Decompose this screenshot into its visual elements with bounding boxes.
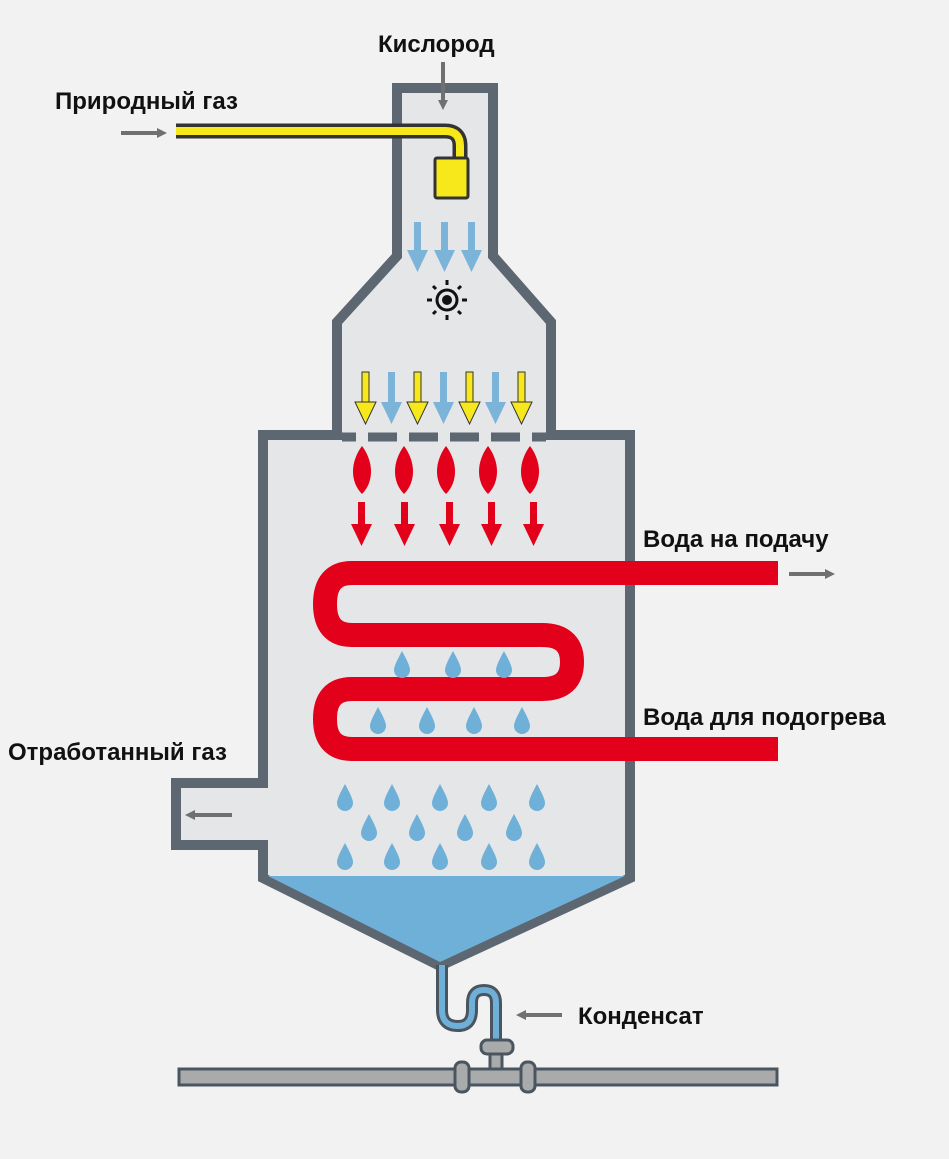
droplet-icon: [481, 843, 497, 870]
pipe-coupling: [519, 1060, 537, 1094]
droplet-icon: [457, 814, 473, 841]
droplet-icon: [419, 707, 435, 734]
drain-pipe: [177, 1067, 779, 1087]
arrow-icon: [394, 502, 415, 546]
droplet-icon: [394, 651, 410, 678]
flame-icon: [437, 446, 455, 494]
gas-nozzle: [433, 156, 470, 200]
arrow-icon: [434, 222, 455, 272]
droplet-icon: [370, 707, 386, 734]
gas-air-mix-arrows: [354, 371, 533, 426]
arrow-icon: [406, 371, 429, 426]
pipe-coupling: [453, 1060, 471, 1094]
hot-gas-arrows: [351, 502, 544, 546]
droplet-icon: [466, 707, 482, 734]
label-water-heating: Вода для подогрева: [643, 704, 886, 731]
label-natural-gas: Природный газ: [55, 88, 238, 115]
droplet-icon: [337, 843, 353, 870]
arrow-icon: [523, 502, 544, 546]
droplet-icon: [384, 784, 400, 811]
label-oxygen: Кислород: [378, 31, 495, 58]
direction-arrows: [121, 62, 835, 1020]
arrow-icon: [461, 222, 482, 272]
arrow-icon: [485, 372, 506, 424]
droplet-icon: [384, 843, 400, 870]
condensate-droplets: [337, 651, 545, 870]
droplet-icon: [529, 784, 545, 811]
arrow-icon: [458, 371, 481, 426]
arrow-icon: [481, 502, 502, 546]
droplet-icon: [445, 651, 461, 678]
arrow-icon: [439, 502, 460, 546]
label-condensate: Конденсат: [578, 1003, 704, 1030]
flame-icon: [353, 446, 371, 494]
flame-icon: [395, 446, 413, 494]
trap-valve: [479, 1038, 515, 1056]
flame-icon: [479, 446, 497, 494]
droplet-icon: [361, 814, 377, 841]
droplet-icon: [432, 784, 448, 811]
condensate-pool: [268, 876, 625, 962]
arrow-icon: [381, 372, 402, 424]
droplet-icon: [337, 784, 353, 811]
droplet-icon: [529, 843, 545, 870]
droplet-icon: [481, 784, 497, 811]
arrow-icon: [407, 222, 428, 272]
droplet-icon: [432, 843, 448, 870]
label-water-supply: Вода на подачу: [643, 526, 829, 553]
label-exhaust-gas: Отработанный газ: [8, 739, 227, 766]
droplet-icon: [506, 814, 522, 841]
droplet-icon: [514, 707, 530, 734]
heat-exchanger-coil: [312, 561, 778, 761]
droplet-icon: [496, 651, 512, 678]
oxygen-flow-arrows: [407, 222, 482, 272]
droplet-icon: [409, 814, 425, 841]
arrow-icon: [354, 371, 377, 426]
arrow-icon: [433, 372, 454, 424]
arrow-icon: [510, 371, 533, 426]
flames: [353, 446, 539, 494]
flame-icon: [521, 446, 539, 494]
arrow-icon: [351, 502, 372, 546]
burner-icon: [427, 280, 467, 320]
